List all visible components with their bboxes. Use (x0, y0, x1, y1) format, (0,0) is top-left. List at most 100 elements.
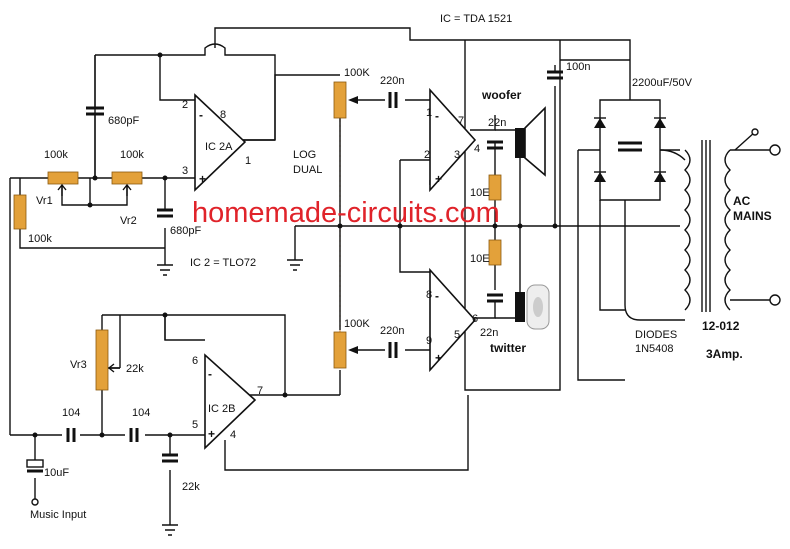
r100k-a-label: 100k (44, 149, 68, 161)
svg-text:-: - (435, 289, 439, 303)
r10e-top-label: 10E (470, 187, 490, 199)
cap-104-b (129, 428, 139, 442)
svg-text:-: - (199, 108, 203, 122)
svg-text:+: + (208, 427, 215, 441)
cap-22n-bottom (487, 293, 503, 303)
cap-100n (547, 70, 563, 80)
capacitors (26, 55, 642, 473)
ground-icon (157, 259, 303, 536)
c22n-bottom-label: 22n (480, 327, 498, 339)
cap-680pf-bottom (157, 208, 173, 218)
c100n-label: 100n (566, 61, 590, 73)
cap-22k-bottom (162, 453, 178, 463)
r10e-top (488, 174, 502, 201)
c10uf-label: 10uF (44, 467, 69, 479)
c680pf-bottom-label: 680pF (170, 225, 201, 237)
diodes-label: DIODES (635, 329, 677, 341)
junction-dots (32, 52, 558, 438)
pin-label: 1 (245, 155, 251, 167)
cap-10uf (26, 459, 44, 468)
cap-220n-top (388, 92, 398, 108)
pot100k-bottom-label: 100K (344, 318, 370, 330)
pot100k-top-label: 100K (344, 67, 370, 79)
woofer-label: woofer (481, 88, 522, 102)
woofer-speaker-icon (515, 106, 546, 177)
cap-220n-bottom (388, 342, 398, 358)
pin-label: 2 (424, 149, 430, 161)
diode-part-label: 1N5408 (635, 343, 674, 355)
input-terminal (31, 498, 39, 506)
svg-text:+: + (435, 172, 442, 186)
vr1-label: Vr1 (36, 195, 53, 207)
mains-label: MAINS (733, 209, 772, 223)
tda1521-bottom-amp: - + (429, 267, 477, 373)
amp-rating-label: 3Amp. (706, 347, 743, 361)
ic2a-label: IC 2A (205, 141, 233, 153)
pin-label: 5 (192, 419, 198, 431)
c22n-top-label: 22n (488, 117, 506, 129)
ic2b-opamp: - + (204, 353, 257, 450)
dual-label: DUAL (293, 164, 322, 176)
wires (9, 27, 775, 525)
r100k-vertical (13, 194, 27, 230)
r100k-b-label: 100k (120, 149, 144, 161)
cap-104-a (66, 428, 76, 442)
svg-text:+: + (199, 172, 206, 186)
pin-label: 9 (426, 335, 432, 347)
mains-terminal-bottom (769, 294, 781, 306)
ic2-label: IC 2 = TLO72 (190, 257, 256, 269)
pin-label: 6 (472, 313, 478, 325)
log-label: LOG (293, 149, 316, 161)
transformer-icon (684, 128, 781, 312)
c680pf-top-label: 680pF (108, 115, 139, 127)
mains-terminal-top (769, 144, 781, 156)
svg-text:+: + (435, 351, 442, 365)
pin-label: 1 (426, 107, 432, 119)
transformer-label: 12-012 (702, 319, 740, 333)
c22k-bottom-label: 22k (182, 481, 200, 493)
ic2a-opamp: - + (194, 93, 247, 192)
c2200uf-label: 2200uF/50V (632, 77, 693, 89)
cap-2200uf (618, 141, 642, 152)
pin-label: 4 (474, 143, 480, 155)
pin-label: 7 (257, 385, 263, 397)
watermark-text: homemade-circuits.com (192, 197, 500, 229)
r10e-bottom (488, 239, 502, 266)
ic2b-label: IC 2B (208, 403, 236, 415)
vr3-label: Vr3 (70, 359, 87, 371)
pin-label: 3 (182, 165, 188, 177)
cap-22n-top (487, 140, 503, 150)
ic-main-label: IC = TDA 1521 (440, 13, 512, 25)
diodes (594, 117, 666, 182)
c104-a-label: 104 (62, 407, 80, 419)
pin-label: 7 (458, 115, 464, 127)
r10e-bottom-label: 10E (470, 253, 490, 265)
twitter-label: twitter (490, 341, 526, 355)
pin-label: 8 (426, 289, 432, 301)
c220n-top-label: 220n (380, 75, 404, 87)
ac-label: AC (733, 194, 751, 208)
vr2-resistor (111, 171, 143, 185)
resistors (13, 81, 502, 391)
pot-100k-top (333, 81, 347, 119)
svg-text:-: - (208, 367, 212, 381)
pin-label: 8 (220, 109, 226, 121)
pin-label: 5 (454, 329, 460, 341)
music-input-label: Music Input (30, 509, 86, 521)
pin-label: 6 (192, 355, 198, 367)
pin-label: 4 (230, 429, 236, 441)
pin-label: 3 (454, 149, 460, 161)
pot-100k-bottom (333, 331, 347, 369)
vr1-resistor (47, 171, 79, 185)
vr2-label: Vr2 (120, 215, 137, 227)
labels: IC = TDA 1521 IC 2 = TLO72 IC 2A IC 2B L… (28, 13, 772, 521)
c220n-bottom-label: 220n (380, 325, 404, 337)
r100k-c-label: 100k (28, 233, 52, 245)
c104-b-label: 104 (132, 407, 150, 419)
pin-label: 2 (182, 99, 188, 111)
tweeter-speaker-icon (515, 284, 550, 330)
vr3-pot (95, 329, 109, 391)
tda1521-top-amp: - + (429, 87, 477, 193)
